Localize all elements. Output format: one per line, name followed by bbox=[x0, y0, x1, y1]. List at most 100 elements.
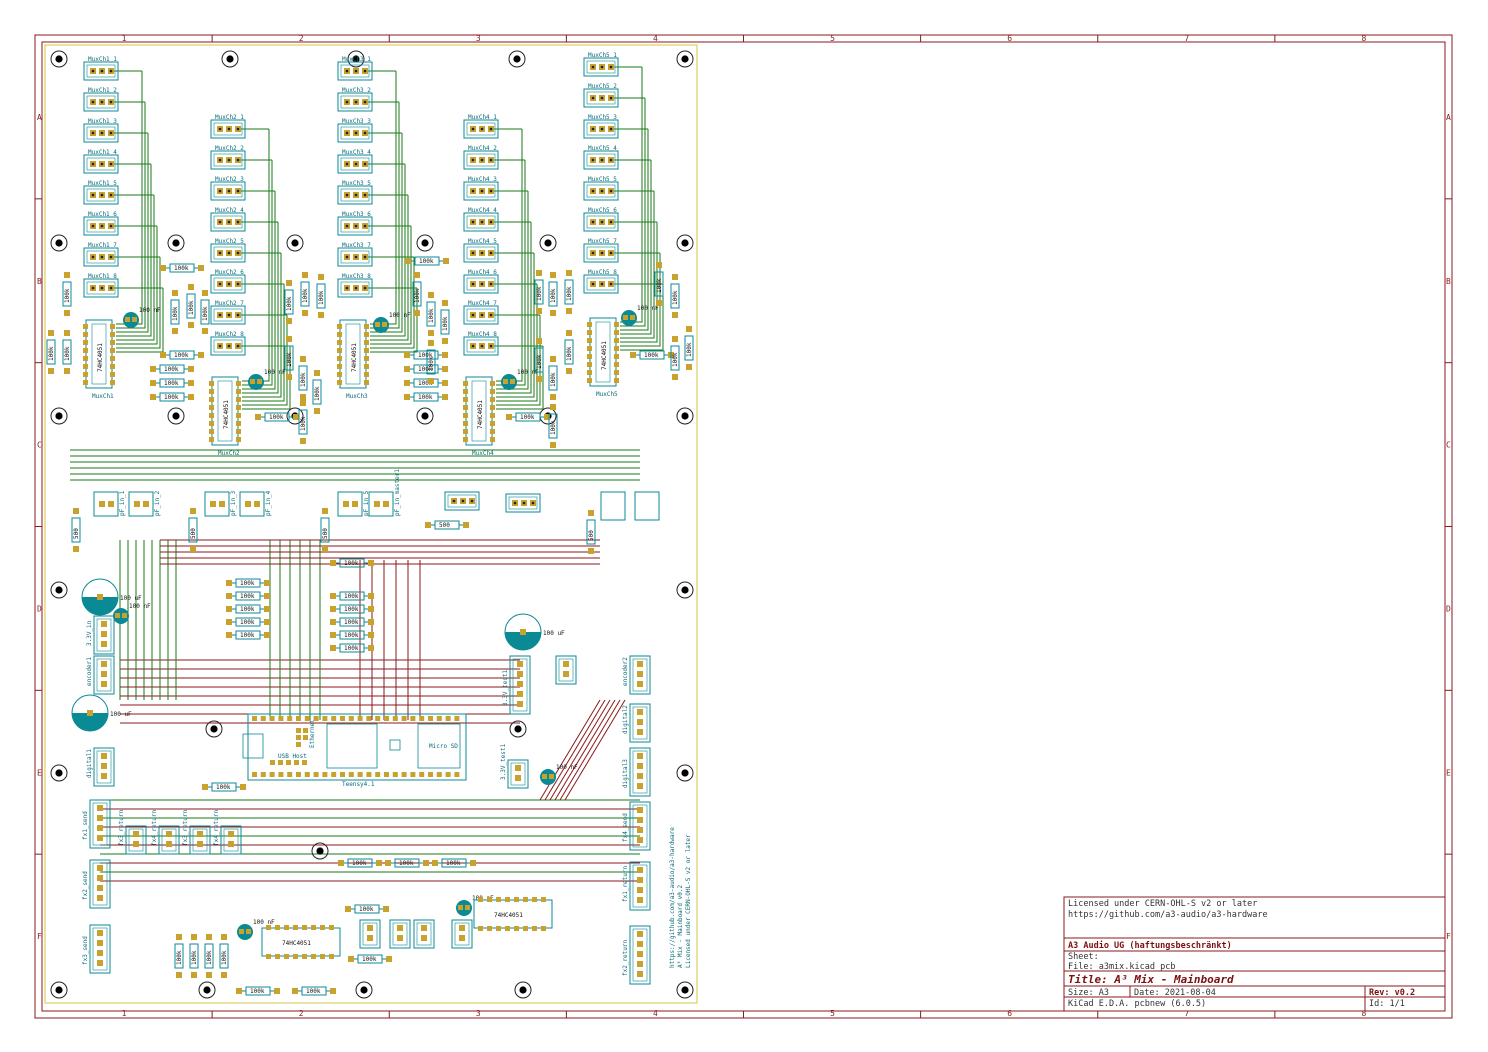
pad bbox=[432, 860, 438, 866]
resistor-value: 100k bbox=[286, 296, 293, 311]
pad bbox=[367, 925, 373, 931]
capacitor-value: 100 uF bbox=[110, 711, 132, 718]
pad bbox=[368, 606, 374, 612]
pad bbox=[514, 926, 519, 931]
header-connector: MuxCh5_6 bbox=[583, 207, 619, 232]
teensy-pin bbox=[304, 772, 310, 777]
capacitor-value: 100 nF bbox=[129, 603, 151, 610]
track bbox=[496, 284, 538, 402]
pad bbox=[517, 701, 523, 707]
pad bbox=[637, 867, 643, 873]
pad bbox=[637, 729, 643, 735]
connector-label: MuxCh3_6 bbox=[342, 211, 371, 218]
pad bbox=[101, 621, 107, 627]
column-label-3: 3 bbox=[476, 34, 481, 43]
header-connector: MuxCh3_1 bbox=[337, 56, 373, 81]
teensy-pin bbox=[260, 772, 266, 777]
track bbox=[620, 160, 652, 335]
column-label-6: 6 bbox=[1007, 34, 1012, 43]
resistor-value: 100k bbox=[250, 988, 265, 995]
pad bbox=[97, 930, 103, 936]
resistor-value: 100k bbox=[686, 342, 693, 357]
header-connector: MuxCh5_2 bbox=[583, 83, 619, 108]
pad bbox=[637, 951, 643, 957]
teensy-pin bbox=[436, 716, 442, 721]
resistor-value: 100k bbox=[164, 394, 179, 401]
track bbox=[539, 699, 601, 801]
pad bbox=[506, 414, 512, 420]
mounting-hole-drill bbox=[519, 986, 527, 994]
mounting-hole bbox=[311, 842, 329, 860]
resistor: 100k bbox=[564, 270, 574, 314]
pad bbox=[226, 593, 232, 599]
capacitor: 100 nF bbox=[373, 312, 411, 333]
input-connector bbox=[368, 491, 394, 517]
teensy-pin bbox=[278, 716, 284, 721]
resistor-value: 100k bbox=[240, 606, 255, 613]
header-connector: MuxCh5_8 bbox=[583, 269, 619, 294]
pad bbox=[101, 681, 107, 687]
pad bbox=[404, 366, 410, 372]
capacitor-value: 100 nF bbox=[556, 764, 578, 771]
teensy-pin bbox=[401, 772, 407, 777]
track bbox=[242, 346, 291, 410]
connector-label: fx4_return bbox=[213, 809, 220, 846]
pad bbox=[110, 332, 115, 337]
pad bbox=[302, 272, 308, 278]
mounting-hole bbox=[676, 764, 694, 782]
vertical-connector: encoder2 bbox=[622, 655, 651, 695]
pad bbox=[264, 619, 270, 625]
teensy-pin bbox=[252, 772, 257, 777]
track bbox=[242, 160, 273, 386]
pad bbox=[374, 501, 380, 507]
resistor-value: 100k bbox=[64, 346, 71, 361]
capacitor-value: 100 uF bbox=[543, 630, 565, 637]
chip-label: 74HC4051 bbox=[97, 343, 104, 372]
track bbox=[496, 191, 529, 390]
pad bbox=[517, 691, 523, 697]
row-label-right-A: A bbox=[1446, 113, 1451, 122]
pad bbox=[587, 330, 592, 335]
resistor: 100k bbox=[236, 986, 280, 996]
pad bbox=[487, 926, 492, 931]
header-connector: MuxCh1_4 bbox=[83, 149, 119, 174]
pad bbox=[637, 941, 643, 947]
teensy-pin bbox=[302, 760, 307, 765]
pad bbox=[209, 437, 214, 442]
resistor-value: 100k bbox=[164, 380, 179, 387]
mounting-hole-drill bbox=[421, 412, 429, 420]
resistor-value: 100k bbox=[656, 278, 663, 293]
resistor-value: 100k bbox=[536, 286, 543, 301]
header-connector: MuxCh1_5 bbox=[83, 180, 119, 205]
teensy-pin bbox=[366, 772, 372, 777]
pad bbox=[550, 394, 556, 400]
title-block-id: Id: 1/1 bbox=[1369, 999, 1405, 1009]
row-label-right-E: E bbox=[1446, 768, 1451, 777]
pad bbox=[266, 925, 271, 930]
pad bbox=[209, 421, 214, 426]
teensy-pin bbox=[294, 760, 299, 765]
pad bbox=[630, 315, 635, 320]
teensy-pin bbox=[296, 772, 301, 777]
resistor-value: 100k bbox=[418, 366, 433, 373]
pad bbox=[188, 394, 194, 400]
connector-label: pF_in_master1 bbox=[394, 469, 401, 516]
pad bbox=[637, 971, 643, 977]
resistor-value: 500 bbox=[73, 528, 80, 539]
connector-label: MuxCh4_5 bbox=[468, 238, 497, 245]
connector-label: 3.3V_in bbox=[86, 620, 93, 646]
connector-label: MuxCh2_1 bbox=[215, 114, 244, 121]
pad bbox=[463, 389, 468, 394]
track bbox=[370, 226, 412, 345]
pad bbox=[637, 763, 643, 769]
mounting-hole bbox=[50, 581, 68, 599]
teensy-pin bbox=[269, 716, 275, 721]
resistor: 100k bbox=[564, 330, 574, 374]
pad bbox=[428, 330, 434, 336]
resistor: 100k bbox=[62, 272, 72, 316]
mux-chip-name: MuxCh2 bbox=[218, 450, 240, 457]
row-label-B: B bbox=[37, 277, 42, 286]
mounting-hole-drill bbox=[514, 725, 522, 733]
mounting-hole-drill bbox=[55, 769, 63, 777]
resistor: 100k bbox=[426, 292, 436, 336]
